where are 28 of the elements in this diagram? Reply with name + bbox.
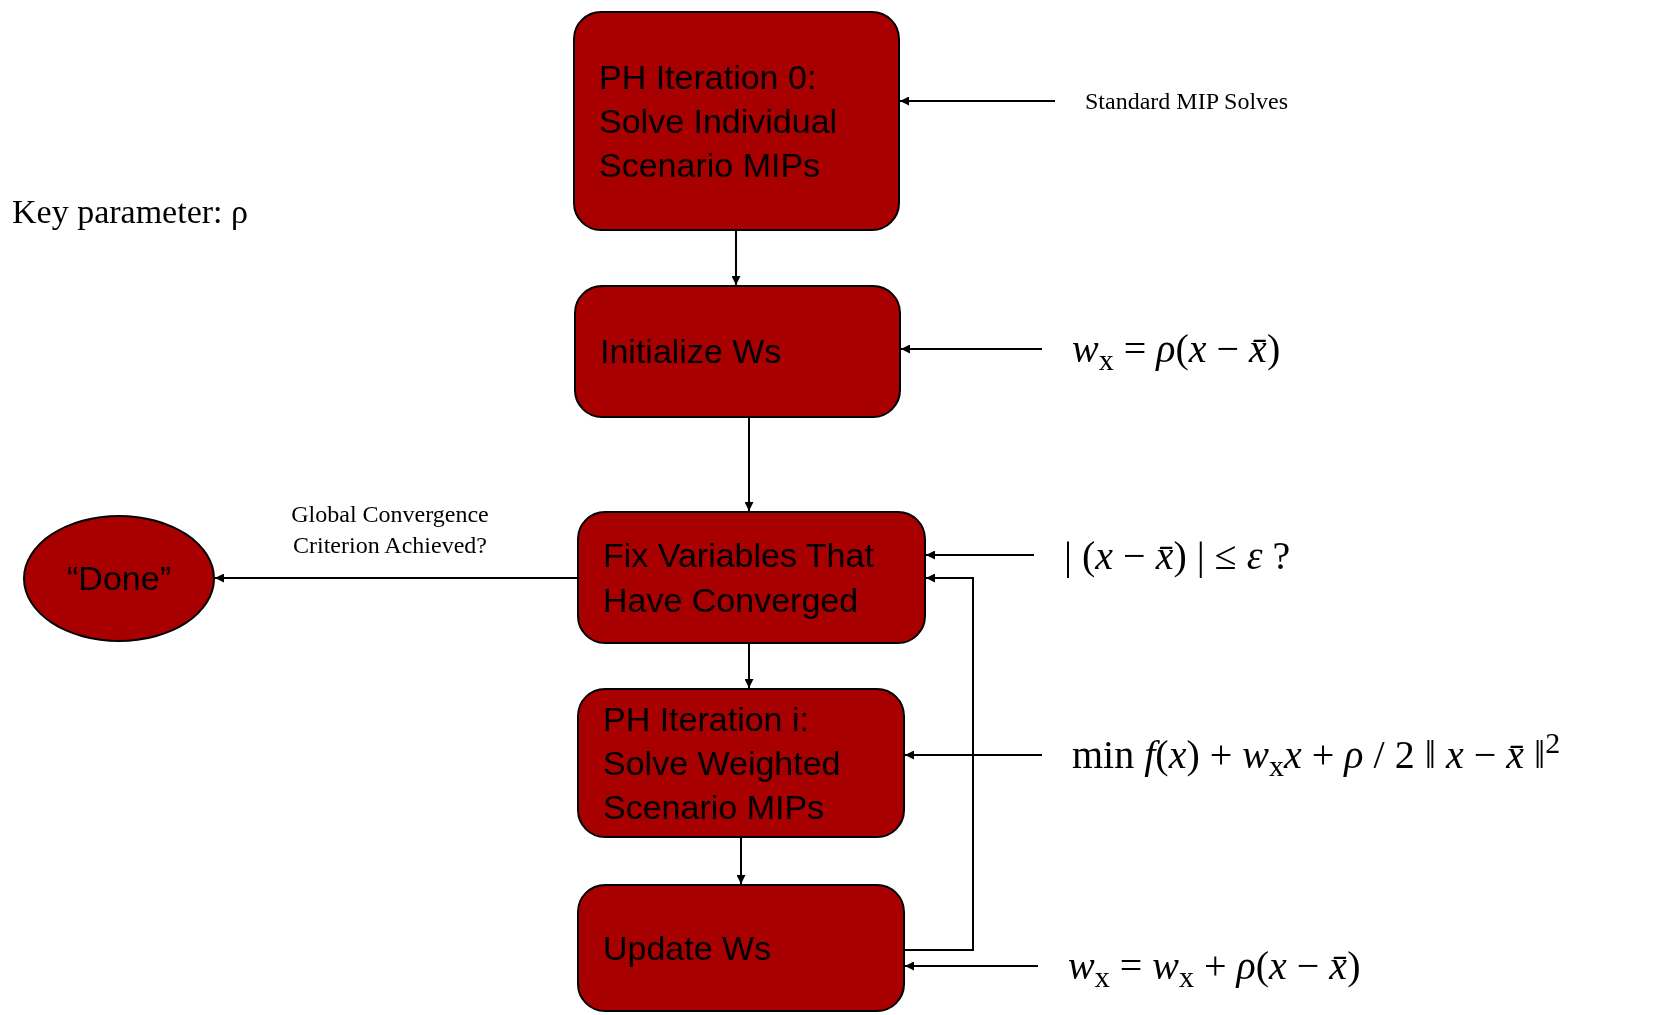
- node-text: “Done”: [67, 558, 171, 599]
- node-text: Fix Variables That Have Converged: [603, 535, 875, 621]
- process-box: [577, 884, 905, 1012]
- formula-text: w$_{x}$ = w$_{x}$ + ρ(x − x̄): [1068, 942, 1361, 995]
- note-text: Key parameter: ρ: [12, 192, 248, 232]
- process-box: [573, 11, 900, 231]
- node-text: PH Iteration i: Solve Weighted Scenario MIPs: [603, 698, 842, 829]
- process-box: [577, 688, 905, 838]
- arrow: [744, 643, 754, 689]
- process-box: [577, 511, 926, 644]
- arrow: [214, 573, 578, 583]
- arrow: [899, 96, 1056, 106]
- arrow: [925, 550, 1035, 560]
- node-text: Update Ws: [603, 927, 772, 969]
- arrow: [736, 837, 746, 885]
- process-box: [574, 285, 901, 418]
- node-text: Initialize Ws: [600, 331, 782, 373]
- node-text: PH Iteration 0: Solve Individual Scenario MIPs: [599, 56, 839, 187]
- formula-text: min f(x) + w$_{x}$x + ρ / 2 ‖ x − x̄ ‖$^{2}$: [1072, 725, 1561, 784]
- arrow: [904, 961, 1039, 971]
- formula-text: | (x − x̄) | ≤ ε ?: [1064, 532, 1291, 580]
- formula-text: w$_{x}$ = ρ(x − x̄): [1072, 325, 1281, 378]
- arrow: [744, 417, 754, 512]
- arrow: [900, 344, 1043, 354]
- note-text: Standard MIP Solves: [1085, 87, 1289, 116]
- arrow: [731, 230, 741, 286]
- arrow: [904, 573, 974, 951]
- arrow: [904, 750, 1043, 760]
